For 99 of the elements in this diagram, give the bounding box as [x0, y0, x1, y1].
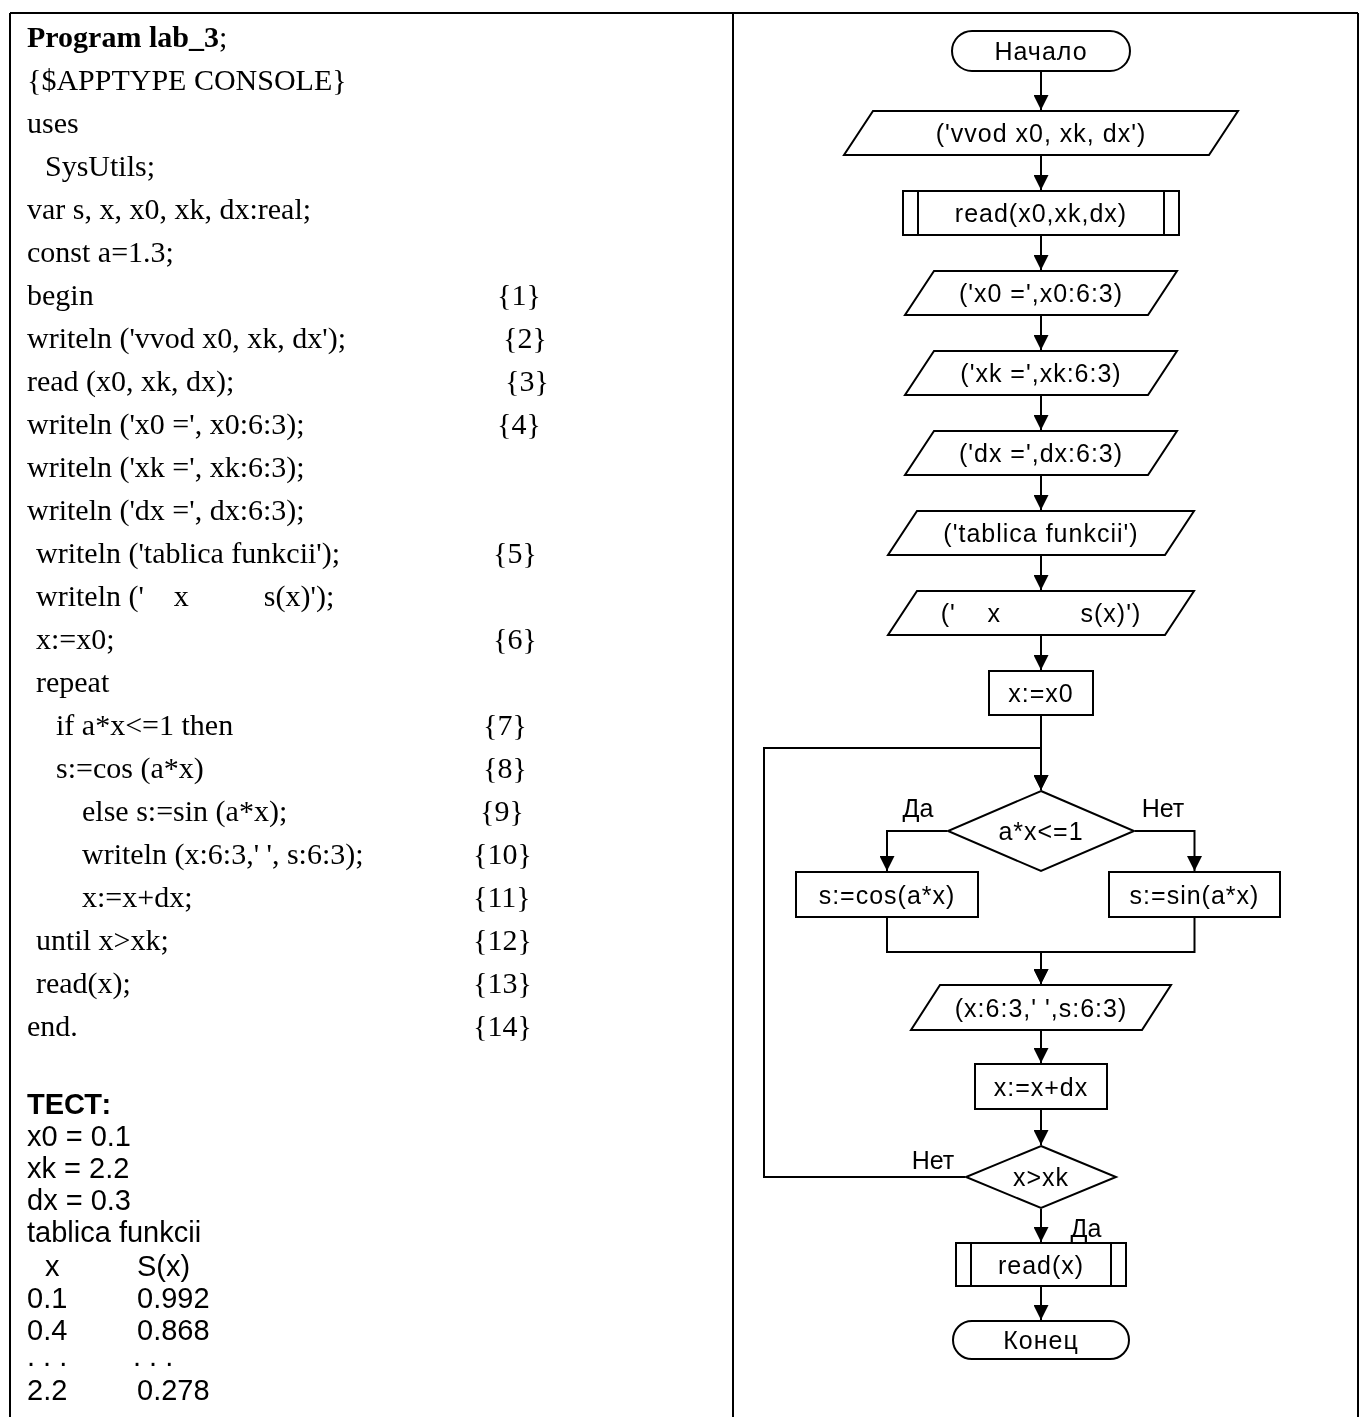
line-number: {5}: [493, 536, 537, 570]
node-text: read(x0,xk,dx): [954, 199, 1128, 227]
line-number: {3}: [505, 364, 549, 398]
terminal-node: [952, 1320, 1130, 1360]
line-number: {9}: [480, 794, 524, 828]
output-line: dx = 0.3: [27, 1184, 131, 1216]
subroutine-box: [902, 190, 1180, 236]
process-box: [988, 670, 1094, 716]
node-text: s:=sin(a*x): [1129, 880, 1260, 909]
flow-arrow: [1033, 1208, 1049, 1243]
code-line: if a*x<=1 then: [56, 708, 234, 742]
line-number: {13}: [473, 966, 532, 1000]
flow-arrow: [1033, 555, 1049, 591]
node-text: ('xk =',xk:6:3): [960, 359, 1122, 387]
output-line: 0.1: [27, 1282, 68, 1314]
output-line: S(x): [137, 1250, 191, 1282]
output-line: xk = 2.2: [27, 1152, 130, 1184]
output-line: tablica funkcii: [27, 1216, 202, 1248]
flow-arrow: [1033, 315, 1049, 351]
flow-arrow: [1033, 71, 1049, 111]
node-text: Начало: [994, 37, 1088, 65]
io-parallelogram: [910, 984, 1172, 1031]
process-box: [974, 1063, 1108, 1110]
line-number: {11}: [473, 880, 531, 914]
code-line: else s:=sin (a*x);: [82, 794, 288, 828]
code-line: writeln (x:6:3,' ', s:6:3);: [82, 837, 364, 871]
code-line: x:=x0;: [36, 622, 115, 656]
terminal-node: [951, 30, 1131, 72]
flow-arrow: [1033, 155, 1049, 191]
code-line: writeln ('xk =', xk:6:3);: [27, 450, 305, 484]
line-number: {8}: [483, 751, 527, 785]
output-line: 0.992: [137, 1282, 210, 1314]
code-line: {$APPTYPE CONSOLE}: [27, 63, 347, 97]
io-parallelogram: [904, 350, 1178, 396]
code-line: writeln ('x0 =', x0:6:3);: [27, 407, 305, 441]
node-text: ('tablica funkcii'): [943, 519, 1139, 547]
node-text: ('x0 =',x0:6:3): [958, 279, 1124, 307]
code-line: read (x0, xk, dx);: [27, 364, 235, 398]
flow-arrow: [1033, 475, 1049, 511]
code-line: writeln ('tablica funkcii');: [36, 536, 341, 570]
line-number: {2}: [503, 321, 547, 355]
code-line: writeln (' x s(x)');: [36, 579, 335, 613]
code-line: until x>xk;: [36, 923, 169, 957]
decision-diamond: [965, 1145, 1117, 1209]
flow-arrow: [1033, 1109, 1049, 1146]
line-number: {10}: [473, 837, 532, 871]
code-line: writeln ('dx =', dx:6:3);: [27, 493, 305, 527]
node-text: x>xk: [1012, 1163, 1070, 1191]
code-line: x:=x+dx;: [82, 880, 193, 914]
output-line: x: [45, 1250, 60, 1282]
subroutine-box: [955, 1242, 1127, 1287]
code-line: end.: [27, 1009, 78, 1043]
code-line: uses: [27, 106, 79, 140]
code-line: SysUtils;: [45, 149, 156, 183]
io-parallelogram: [904, 430, 1178, 476]
line-number: {7}: [483, 708, 527, 742]
node-text: (x:6:3,' ',s:6:3): [954, 993, 1128, 1022]
code-line: var s, x, x0, xk, dx:real;: [27, 192, 312, 226]
line-number: {12}: [473, 923, 532, 957]
io-parallelogram: [887, 590, 1195, 636]
node-text: ('dx =',dx:6:3): [958, 439, 1124, 467]
decision-diamond: [947, 790, 1135, 872]
code-line: s:=cos (a*x): [56, 751, 204, 785]
flow-arrow: [1033, 635, 1049, 671]
code-line: repeat: [36, 665, 110, 699]
output-line: 2.2: [27, 1374, 68, 1406]
io-parallelogram: [904, 270, 1178, 316]
line-number: {1}: [497, 278, 541, 312]
code-line: const a=1.3;: [27, 235, 174, 269]
line-number: {6}: [493, 622, 537, 656]
flow-arrow: [1033, 395, 1049, 431]
node-text: x:=x0: [1008, 679, 1074, 707]
output-line: 0.278: [137, 1374, 210, 1406]
code-line: read(x);: [36, 966, 131, 1000]
node-text: read(x): [997, 1250, 1085, 1279]
flow-arrow: [1033, 1286, 1049, 1321]
io-parallelogram: [843, 110, 1239, 156]
node-text: a*x<=1: [998, 817, 1084, 845]
line-number: {4}: [497, 407, 541, 441]
process-box: [795, 871, 979, 918]
node-text: s:=cos(a*x): [818, 880, 956, 909]
node-text: Конец: [1003, 1326, 1079, 1354]
test-heading: ТЕСТ:: [27, 1088, 112, 1120]
flow-arrow: [1134, 830, 1202, 872]
flow-arrow: [1033, 917, 1196, 985]
io-parallelogram: [887, 510, 1195, 556]
node-text: (' x s(x)'): [940, 599, 1142, 627]
flow-arrow: [879, 830, 948, 872]
process-box: [1108, 871, 1281, 918]
flow-arrow: [763, 747, 1049, 1178]
node-text: ('vvod x0, xk, dx'): [935, 119, 1147, 147]
node-text: x:=x+dx: [993, 1072, 1089, 1101]
flow-arrow: [1033, 235, 1049, 271]
line-number: {14}: [473, 1009, 532, 1043]
flow-arrow: [1033, 1030, 1049, 1064]
code-line: begin: [27, 278, 94, 312]
output-line: x0 = 0.1: [27, 1120, 131, 1152]
code-line: writeln ('vvod x0, xk, dx');: [27, 321, 347, 355]
code-line: Program lab_3;: [27, 20, 228, 54]
